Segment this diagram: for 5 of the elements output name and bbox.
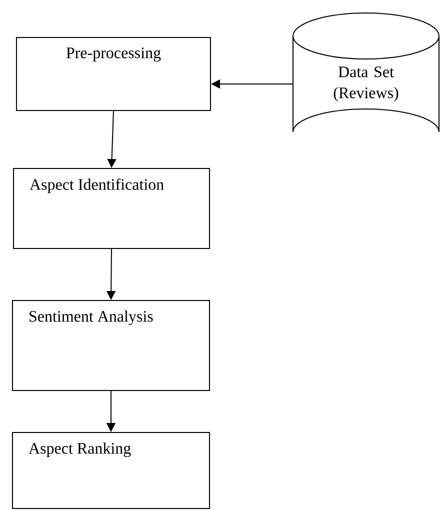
- process-box: Aspect Identification: [13, 168, 210, 249]
- process-box: Sentiment Analysis: [12, 300, 210, 391]
- process-box: Aspect Ranking: [12, 432, 210, 509]
- database-cylinder: Data Set (Reviews): [292, 12, 440, 132]
- process-box: Pre-processing: [16, 37, 211, 111]
